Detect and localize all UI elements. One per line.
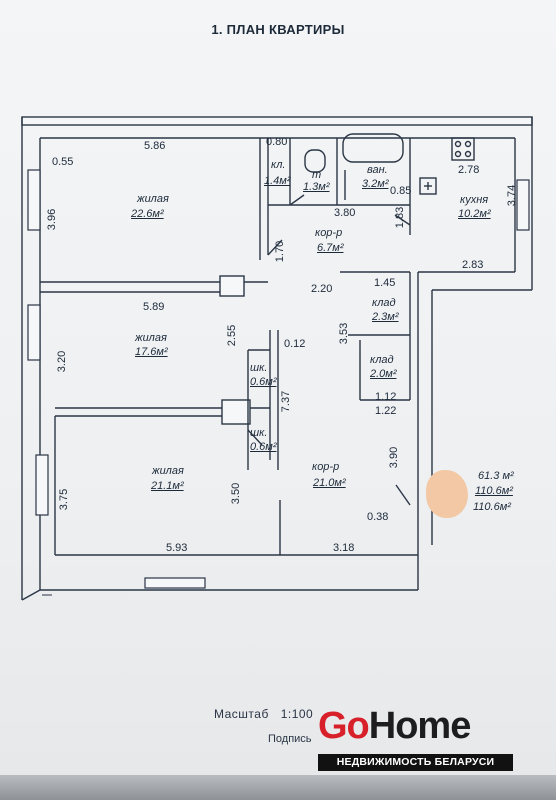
door <box>395 484 411 506</box>
window <box>27 169 41 231</box>
room-area-living1: 22.6м² <box>131 208 164 220</box>
dimension-label: 2.55 <box>226 324 239 347</box>
dimension-label: 5.89 <box>143 301 165 313</box>
door <box>289 194 305 206</box>
dimension-label: 3.74 <box>506 184 519 207</box>
dimension-label: 2.83 <box>462 259 484 271</box>
dimension-label: 0.55 <box>52 156 74 168</box>
dimension-label: 2.78 <box>458 164 480 176</box>
dimension-label: 3.53 <box>338 322 351 345</box>
scale-value: 1:100 <box>280 707 314 721</box>
room-name-closet1: шк. <box>250 362 268 374</box>
room-area-toilet: 1.3м² <box>303 181 330 193</box>
dimension-label: 3.75 <box>58 488 71 511</box>
dimension-label: 1.12 <box>375 391 397 403</box>
room-name-living1: жилая <box>137 193 169 205</box>
dimension-label: 3.80 <box>334 207 356 219</box>
total-area-repeat: 110.6м² <box>473 501 511 513</box>
door <box>247 429 263 446</box>
room-area-storage1: 2.3м² <box>372 311 399 323</box>
room-name-toilet: т <box>312 169 322 181</box>
page-title: 1. ПЛАН КВАРТИРЫ <box>211 22 345 37</box>
logo-home: Home <box>368 705 472 747</box>
toilet-icon <box>304 149 326 173</box>
stove-icon <box>451 137 475 161</box>
signature-label: Подпись <box>268 733 312 745</box>
dimension-label: 1.70 <box>274 240 287 263</box>
scale-label: Масштаб <box>214 707 269 721</box>
dimension-label: 5.86 <box>144 140 166 152</box>
scale-row: Масштаб 1:100 <box>214 707 313 721</box>
sink-icon <box>419 177 437 195</box>
bathtub-icon <box>342 133 404 163</box>
room-name-storage2: клад <box>370 354 394 366</box>
dimension-label: 1.83 <box>394 206 407 229</box>
window <box>144 577 206 589</box>
room-area-kitchen: 10.2м² <box>458 208 491 220</box>
room-name-bath: ван. <box>367 164 388 176</box>
dimension-label: 3.18 <box>333 542 355 554</box>
window <box>516 179 530 231</box>
total-living-area: 61.3 м² <box>478 470 514 482</box>
dimension-label: 3.96 <box>46 208 59 231</box>
room-area-corridor2: 21.0м² <box>313 477 346 489</box>
room-name-pantry: кл. <box>271 159 286 171</box>
room-name-closet2: шк. <box>250 427 268 439</box>
dimension-label: 1.22 <box>375 405 397 417</box>
outer-wall <box>21 116 533 126</box>
dimension-label: 7.37 <box>280 390 293 413</box>
dimension-label: 0.38 <box>367 511 389 523</box>
dimension-label: 3.50 <box>230 482 243 505</box>
room-name-corridor1: кор-р <box>315 227 343 239</box>
dimension-label: 5.93 <box>166 542 188 554</box>
room-area-corridor1: 6.7м² <box>317 242 344 254</box>
door <box>267 239 283 256</box>
dimension-label: 0.85 <box>390 185 412 197</box>
room-area-living3: 21.1м² <box>151 480 184 492</box>
room-area-closet2: 0.6м² <box>250 441 277 453</box>
dimension-label: 0.12 <box>284 338 306 350</box>
outer-wall <box>21 589 41 601</box>
dimension-label: 3.90 <box>388 446 401 469</box>
room-area-closet1: 0.6м² <box>250 376 277 388</box>
gohome-logo: GoHome НЕДВИЖИМОСТЬ БЕЛАРУСИ <box>318 704 513 772</box>
room-name-living2: жилая <box>135 332 167 344</box>
room-name-kitchen: кухня <box>460 194 489 206</box>
room-area-bath: 3.2м² <box>362 178 389 190</box>
dimension-label: 2.20 <box>311 283 333 295</box>
logo-wordmark: GoHome <box>318 704 472 748</box>
room-area-living2: 17.6м² <box>135 346 168 358</box>
room-name-corridor2: кор-р <box>312 461 340 473</box>
window <box>35 454 49 516</box>
room-name-storage1: клад <box>372 297 396 309</box>
bottom-edge <box>0 775 556 800</box>
dimension-label: 3.20 <box>56 350 69 373</box>
room-area-storage2: 2.0м² <box>370 368 397 380</box>
logo-go: Go <box>318 705 370 747</box>
dimension-label: 0.80 <box>266 136 288 148</box>
stain-blot <box>426 470 468 518</box>
logo-tagline: НЕДВИЖИМОСТЬ БЕЛАРУСИ <box>318 754 513 771</box>
column <box>219 275 245 297</box>
column <box>221 399 251 425</box>
door <box>394 214 411 226</box>
room-name-living3: жилая <box>152 465 184 477</box>
window <box>27 304 41 361</box>
room-area-pantry: 1.4м² <box>264 175 291 187</box>
total-area: 110.6м² <box>475 485 513 497</box>
dimension-label: 1.45 <box>374 277 396 289</box>
